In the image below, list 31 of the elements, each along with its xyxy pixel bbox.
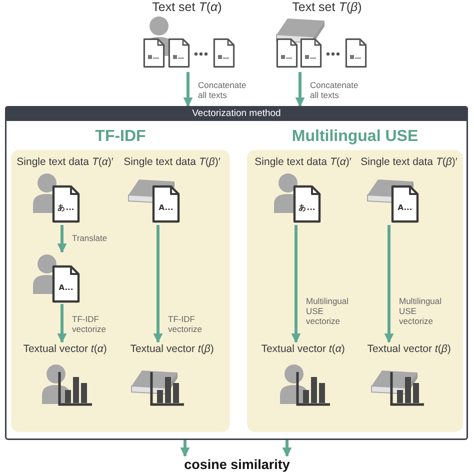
node-label: Single text data T(α)′ xyxy=(16,155,114,169)
node-label: Textual vector t(α) xyxy=(22,342,108,356)
node-label: Textual vector t(β) xyxy=(129,342,215,356)
title-bar: Vectorization method xyxy=(5,106,468,121)
node-label: Text set T(α) xyxy=(151,0,223,15)
arrow xyxy=(153,225,163,343)
outer-frame xyxy=(5,106,468,440)
node-label: Single text data T(α)′ xyxy=(254,155,352,169)
arrow xyxy=(57,304,67,343)
edge-label: Multilingual USE vectorize xyxy=(399,296,443,326)
edge-label: TF-IDF vectorize xyxy=(168,314,204,334)
node-label: Single text data T(β)′ xyxy=(360,155,458,169)
node-label: Text set T(β) xyxy=(291,0,363,15)
arrow xyxy=(295,72,305,107)
arrow xyxy=(180,440,190,457)
panel-heading: TF-IDF xyxy=(94,127,147,147)
arrow xyxy=(183,72,193,107)
panel-heading: Multilingual USE xyxy=(290,127,420,147)
edge-label: TF-IDF vectorize xyxy=(72,314,108,334)
node-label: Textual vector t(α) xyxy=(260,342,346,356)
edge-label: Concatenate all texts xyxy=(198,80,248,100)
node-label: Single text data T(β)′ xyxy=(122,155,222,169)
arrow xyxy=(282,440,292,457)
edge-label: Concatenate all texts xyxy=(310,80,360,100)
node-label: cosine similarity xyxy=(166,456,308,474)
edge-label: Translate xyxy=(72,233,108,243)
arrow xyxy=(291,225,301,343)
arrow xyxy=(57,225,67,253)
arrow xyxy=(384,225,394,343)
edge-label: Multilingual USE vectorize xyxy=(306,296,350,326)
node-label: Textual vector t(β) xyxy=(366,342,452,356)
